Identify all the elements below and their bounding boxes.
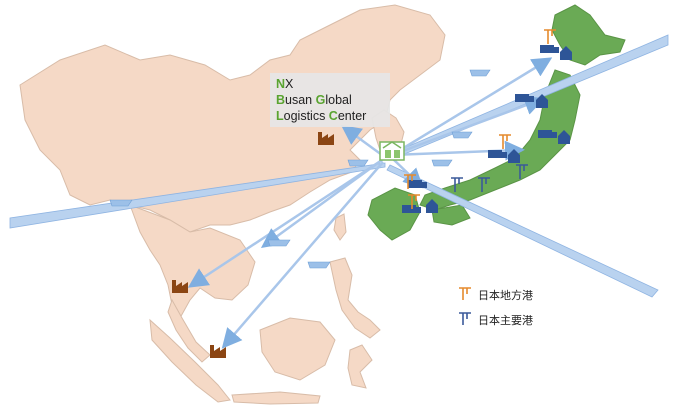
java <box>231 391 321 405</box>
sumatra <box>149 318 231 403</box>
legend-local-port: 日本地方港 <box>478 287 533 303</box>
local-port-crane-icon <box>404 29 556 209</box>
ship-icon <box>109 69 491 269</box>
shikoku <box>431 204 471 226</box>
center-label-line-2: Busan Global <box>276 93 352 107</box>
arrow-to-japan-mid <box>391 95 545 157</box>
borneo <box>259 317 336 381</box>
indochina <box>129 204 256 319</box>
legend-major-port: 日本主要港 <box>478 312 533 328</box>
malay-peninsula <box>167 298 211 363</box>
center-label-line-3: Logistics Center <box>276 109 367 123</box>
arrow-to-malaysia <box>221 161 384 349</box>
arrow-to-japan-north <box>391 57 553 157</box>
legend-major-port-icon <box>459 312 471 325</box>
legend-local-port-label: 日本地方港 <box>478 289 533 302</box>
arrow-to-thailand <box>187 158 383 288</box>
arrow-to-china-north <box>340 125 383 157</box>
legend-major-port-label: 日本主要港 <box>478 314 533 327</box>
legend-local-port-icon <box>459 287 471 300</box>
major-port-crane-icon <box>451 164 528 192</box>
warehouse-icon <box>426 46 572 213</box>
taiwan <box>333 213 347 241</box>
kyushu <box>367 187 421 241</box>
center-label-line-1: NX <box>276 77 294 91</box>
truck-icon <box>402 45 559 213</box>
sulawesi <box>347 344 373 389</box>
arrow-to-vietnam <box>260 158 383 248</box>
philippines <box>329 257 381 339</box>
busan-center-icon <box>379 141 405 161</box>
hokkaido <box>551 4 626 66</box>
arrow-band-west <box>9 162 386 229</box>
arrow-band-southeast <box>386 164 659 298</box>
center-label-box <box>270 73 390 127</box>
factory-icon <box>172 132 334 358</box>
